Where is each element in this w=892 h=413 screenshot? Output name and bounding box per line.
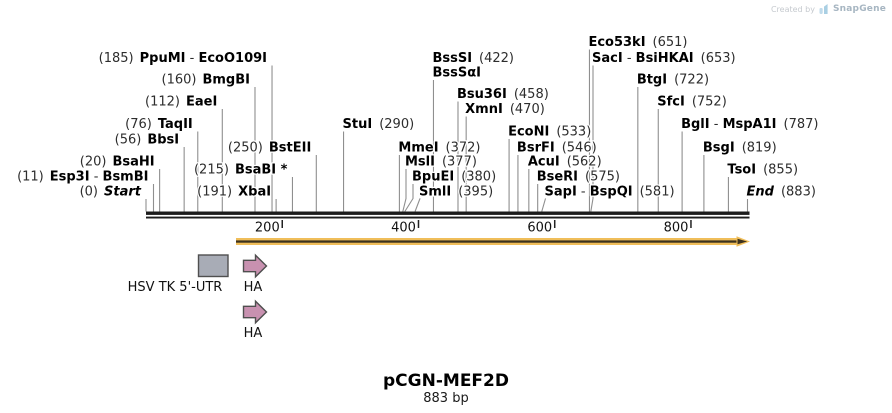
snapgene-watermark: Created by SnapGene	[771, 3, 886, 15]
enzyme-label: SfcI(752)	[657, 95, 727, 110]
enzyme-label: BglI - MspA1I(787)	[681, 117, 818, 132]
feature-label-ha-2: HA	[243, 326, 263, 341]
feature-arrow-ha-1	[242, 253, 268, 279]
enzyme-label: (0)Start	[80, 185, 142, 200]
enzyme-label: (56)BbsI	[115, 133, 179, 148]
created-by-text: Created by	[770, 4, 815, 14]
plasmid-length: 883 bp	[423, 390, 469, 406]
enzyme-label: (215)BsaBI *	[194, 163, 288, 178]
enzyme-label: End(883)	[747, 185, 816, 200]
enzyme-label: MmeI(372)	[398, 141, 480, 156]
snapgene-logo-icon	[819, 4, 828, 14]
enzyme-label: (112)EaeI	[145, 95, 217, 110]
enzyme-label: BssSI(422)	[432, 51, 514, 66]
enzyme-label: BseRI(575)	[537, 170, 620, 185]
enzyme-label: BtgI(722)	[637, 73, 709, 88]
enzyme-label: XmnI(470)	[465, 102, 545, 117]
site-connector-line	[402, 169, 407, 212]
enzyme-label: SacI - BsiHKAI(653)	[592, 51, 736, 66]
feature-label-hsv-tk-5utr: HSV TK 5'-UTR	[127, 280, 223, 295]
site-connector-line	[541, 198, 547, 212]
enzyme-label: (11)Esp3I - BsmBI	[17, 170, 148, 185]
enzyme-label: BpuEI(380)	[412, 170, 496, 185]
enzyme-label: EcoNI(533)	[508, 125, 591, 140]
enzyme-label-line2: BssSαI	[432, 66, 481, 81]
enzyme-label: TsoI(855)	[727, 163, 798, 178]
enzyme-label: (76)TaqII	[125, 117, 193, 132]
enzyme-label: (160)BmgBI	[162, 73, 250, 88]
snapgene-brand-text: SnapGene	[832, 4, 886, 14]
plasmid-name: pCGN-MEF2D	[383, 371, 509, 391]
ruler-label: 800	[664, 221, 689, 236]
ruler-label: 200	[255, 221, 280, 236]
enzyme-label: (191)XbaI	[197, 185, 271, 200]
enzyme-label: StuI(290)	[343, 117, 415, 132]
feature-label-ha-1: HA	[243, 280, 263, 295]
enzyme-label: BsgI(819)	[703, 141, 777, 156]
enzyme-label: Bsu36I(458)	[457, 87, 549, 102]
enzyme-label: Eco53kI(651)	[588, 35, 687, 50]
enzyme-label: (250)BstEII	[228, 141, 311, 156]
ruler-label: 400	[391, 221, 416, 236]
site-connector-line	[414, 198, 421, 212]
enzyme-label: AcuI(562)	[528, 155, 602, 170]
enzyme-label: BsrFI(546)	[517, 141, 597, 156]
enzyme-label: MslI(377)	[405, 155, 477, 170]
ruler-label: 600	[527, 221, 552, 236]
sequence-bar-bottom	[146, 216, 750, 219]
enzyme-label: SapI - BspQI(581)	[545, 185, 675, 200]
enzyme-label: (20)BsaHI	[80, 155, 155, 170]
enzyme-label: (185)PpuMI - EcoO109I	[99, 51, 267, 66]
feature-arrow-ha-2	[242, 299, 268, 325]
orf-arrow-core	[236, 240, 737, 243]
site-connector-line	[590, 65, 594, 212]
map-title-block: pCGN-MEF2D 883 bp	[0, 371, 892, 406]
enzyme-label: SmlI(395)	[419, 185, 493, 200]
orf-arrow-head-core	[737, 238, 748, 245]
site-connector-line	[404, 184, 414, 212]
sequence-bar-top	[146, 211, 750, 215]
feature-box-hsv-tk-5utr	[197, 254, 229, 278]
